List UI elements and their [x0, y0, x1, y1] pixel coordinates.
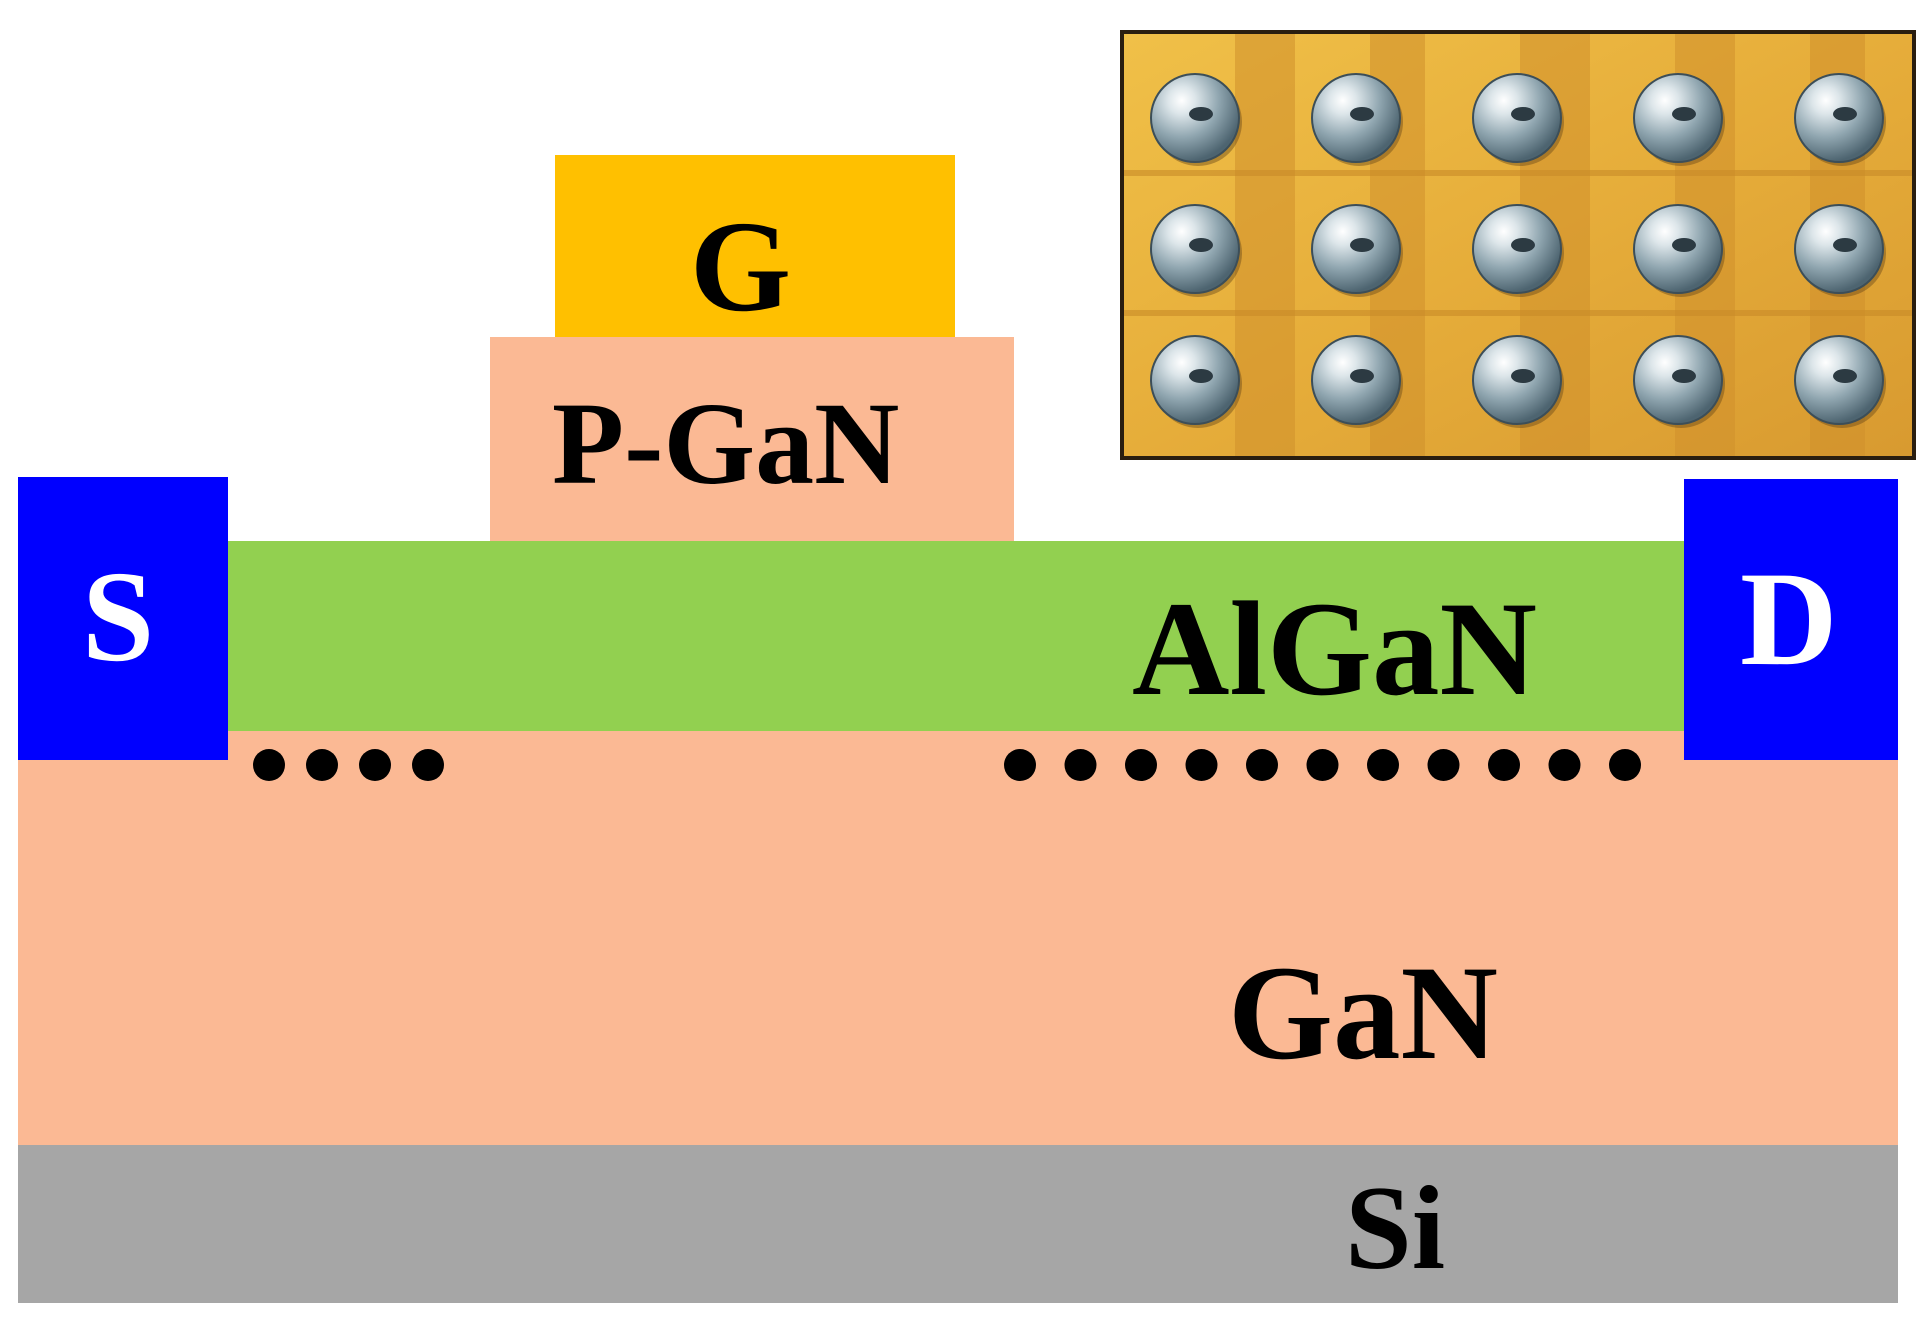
gate-label: G — [690, 195, 792, 339]
bump-reflection — [1511, 369, 1535, 383]
electron-dot — [253, 749, 285, 781]
solder-bumps — [1150, 73, 1886, 428]
chip-trace — [1235, 34, 1295, 456]
electron-dot — [412, 749, 444, 781]
p-gan-cap-layer — [490, 337, 1014, 541]
electron-dot — [1064, 749, 1097, 781]
electron-dot — [1427, 749, 1460, 781]
electron-dot — [306, 749, 338, 781]
bump-reflection — [1833, 107, 1857, 121]
electron-dot — [1548, 749, 1581, 781]
bump-reflection — [1672, 238, 1696, 252]
bump-reflection — [1833, 369, 1857, 383]
chip-trace — [1124, 170, 1912, 176]
drain-contact — [1684, 479, 1898, 760]
bump-reflection — [1672, 369, 1696, 383]
algan-label: AlGaN — [1132, 575, 1537, 724]
electron-dot — [1306, 749, 1339, 781]
p-gan-label: P-GaN — [552, 378, 900, 509]
chip-trace — [1124, 310, 1912, 316]
algan-barrier-layer — [228, 541, 1684, 731]
bump-reflection — [1350, 369, 1374, 383]
bump-reflection — [1511, 238, 1535, 252]
electron-dot — [1004, 749, 1036, 781]
gan-buffer-layer — [18, 730, 1898, 1145]
gan-label: GaN — [1228, 939, 1498, 1088]
bump-reflection — [1672, 107, 1696, 121]
electron-dot — [1488, 749, 1520, 781]
bump-reflection — [1189, 369, 1213, 383]
electron-dot — [1367, 749, 1399, 781]
si-substrate-layer — [18, 1145, 1898, 1303]
source-contact — [18, 477, 228, 760]
drain-label: D — [1740, 545, 1838, 694]
bump-reflection — [1189, 107, 1213, 121]
bump-reflection — [1833, 238, 1857, 252]
electron-dot — [1246, 749, 1278, 781]
bump-reflection — [1350, 107, 1374, 121]
electron-dot — [359, 749, 391, 781]
bump-reflection — [1511, 107, 1535, 121]
bump-reflection — [1350, 238, 1374, 252]
electron-dot — [1185, 749, 1218, 781]
electron-dot — [1609, 749, 1641, 781]
chip-photo-inset — [1120, 30, 1916, 460]
bump-reflection — [1189, 238, 1213, 252]
si-label: Si — [1345, 1161, 1446, 1294]
source-label: S — [82, 545, 155, 689]
electron-dot — [1125, 749, 1157, 781]
gate-electrode — [555, 155, 955, 337]
